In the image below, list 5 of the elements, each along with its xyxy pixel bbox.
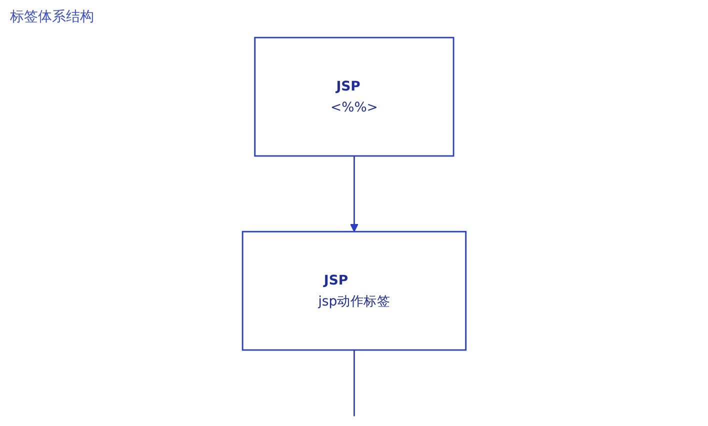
diagram-title: 标签体系结构 (10, 8, 94, 26)
arrow (350, 156, 358, 232)
connector-line (353, 350, 355, 416)
node-box: JSP <%%> (254, 36, 454, 157)
node-box: JSP jsp动作标签 (242, 230, 466, 351)
